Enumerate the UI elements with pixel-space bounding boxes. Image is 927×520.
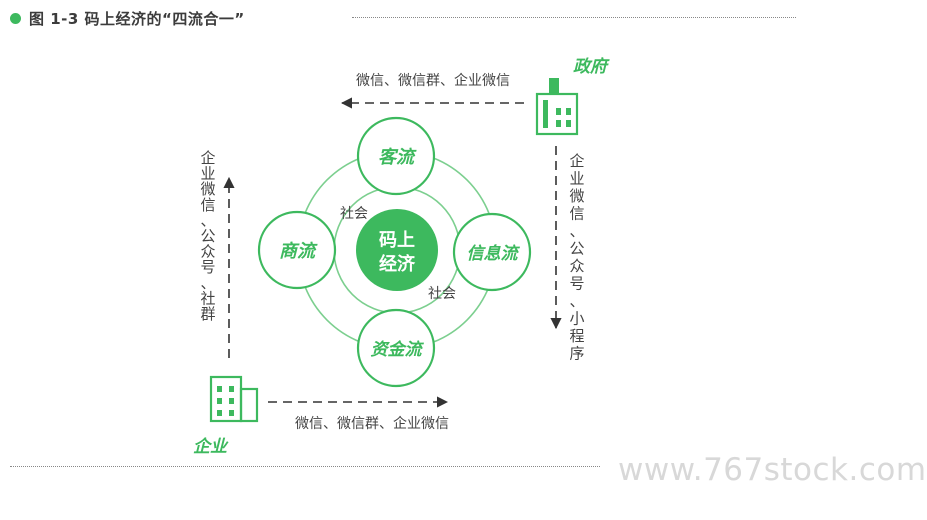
node-left bbox=[257, 210, 337, 290]
node-right-label: 信息流 bbox=[467, 244, 521, 264]
node-bottom bbox=[356, 308, 436, 388]
top-dotted-rule bbox=[352, 17, 796, 18]
center-label-line2: 经济 bbox=[379, 253, 416, 275]
government-building-icon bbox=[535, 78, 579, 136]
bullet-dot-icon bbox=[10, 12, 21, 24]
node-top-label: 客流 bbox=[378, 147, 417, 168]
enterprise-building-icon bbox=[209, 375, 259, 423]
figure-header: 图 1-3 码上经济的“四流合一” bbox=[10, 6, 245, 30]
node-right bbox=[452, 212, 532, 292]
center-label-line1: 码上 bbox=[379, 230, 415, 251]
enterprise-label: 企业 bbox=[193, 437, 229, 457]
ent-vertical-channels: 企业微信、公众号、社群 bbox=[200, 149, 215, 323]
four-flows-diagram: 码上 经济 客流 商流 信息流 资金流 社会 社会 政府 企业 微信、微信群、企… bbox=[193, 57, 610, 457]
node-left-label: 商流 bbox=[279, 241, 318, 262]
watermark: www.767stock.com bbox=[618, 452, 927, 488]
center-node bbox=[356, 209, 438, 291]
ring-label-upper: 社会 bbox=[340, 206, 368, 222]
gov-horizontal-channels: 微信、微信群、企业微信 bbox=[356, 72, 510, 89]
node-bottom-label: 资金流 bbox=[371, 340, 425, 360]
figure-title: 图 1-3 码上经济的“四流合一” bbox=[29, 9, 245, 28]
ent-horizontal-channels: 微信、微信群、企业微信 bbox=[295, 415, 449, 432]
ring-label-lower: 社会 bbox=[428, 286, 456, 302]
gov-vertical-channels: 企业微信、公众号、小程序 bbox=[569, 152, 584, 363]
government-label: 政府 bbox=[573, 57, 610, 77]
node-top bbox=[356, 116, 436, 196]
bottom-dotted-rule bbox=[10, 466, 600, 467]
